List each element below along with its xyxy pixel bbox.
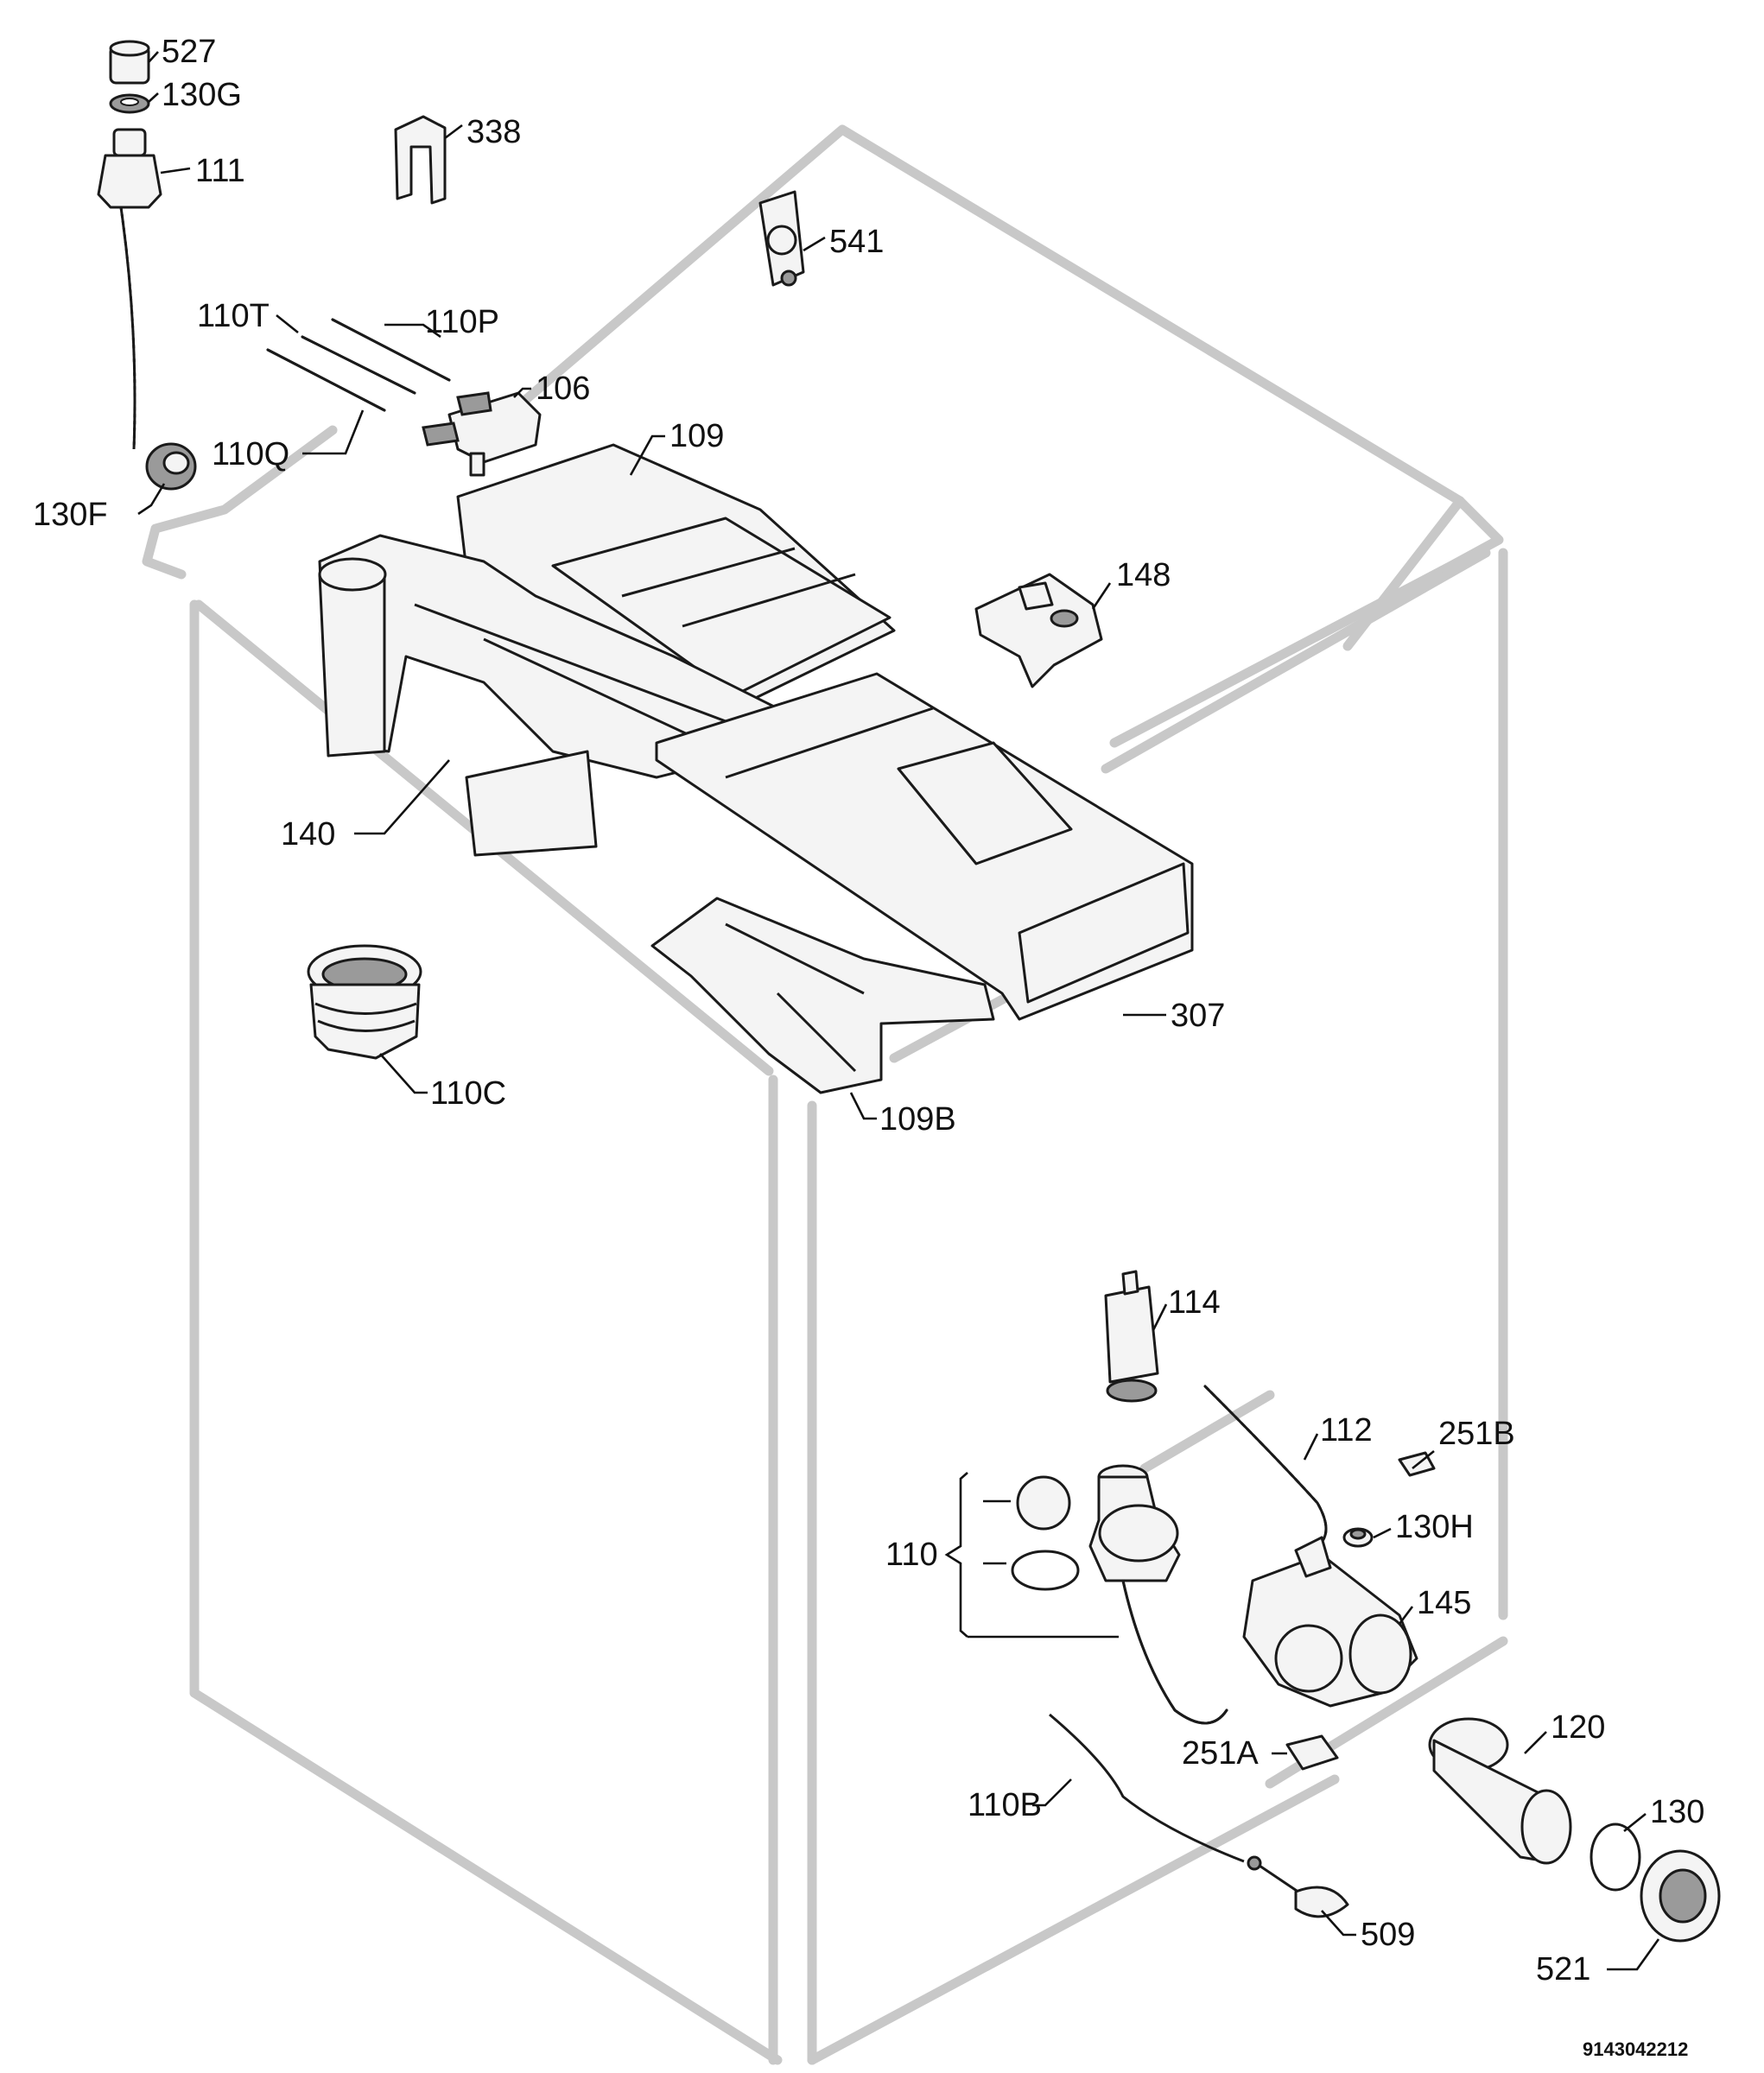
label-307: 307 — [1171, 998, 1225, 1034]
part-251a-clip — [1285, 1734, 1339, 1771]
label-130g: 130G — [162, 77, 242, 113]
label-110p: 110P — [425, 304, 499, 340]
label-109b: 109B — [879, 1101, 956, 1138]
label-145: 145 — [1417, 1585, 1471, 1621]
document-number: 9143042212 — [1583, 2038, 1688, 2060]
part-110c-bellows — [307, 944, 422, 1060]
label-509: 509 — [1361, 1917, 1415, 1953]
part-110-tubes — [266, 318, 451, 412]
part-109b-duct — [650, 897, 995, 1094]
part-541-holder — [758, 190, 805, 287]
label-110t: 110T — [197, 298, 270, 334]
label-130: 130 — [1650, 1794, 1704, 1830]
label-130f: 130F — [33, 497, 108, 533]
part-130g-washer — [109, 93, 150, 114]
part-112-hose — [1203, 1385, 1328, 1548]
part-labels: 527 130G 111 338 541 110T 110P 106 110Q … — [33, 34, 1704, 2060]
part-109-dispenser-housing — [456, 443, 896, 710]
part-130f-fitting — [145, 442, 197, 491]
label-111: 111 — [195, 153, 245, 189]
part-140-tray-body — [318, 534, 796, 857]
label-251a: 251A — [1182, 1735, 1259, 1772]
label-148: 148 — [1116, 557, 1171, 593]
label-130h: 130H — [1395, 1509, 1474, 1545]
part-148-lock — [974, 573, 1103, 688]
part-106-valve — [422, 391, 542, 477]
label-120: 120 — [1551, 1709, 1605, 1746]
label-110b: 110B — [968, 1787, 1042, 1823]
label-541: 541 — [829, 224, 884, 260]
label-140: 140 — [281, 816, 335, 853]
label-251b: 251B — [1438, 1416, 1515, 1452]
label-109: 109 — [669, 418, 724, 454]
label-110q: 110Q — [212, 436, 289, 472]
part-110-trap-assembly — [1011, 1464, 1228, 1725]
part-521-cap — [1640, 1849, 1721, 1943]
part-114-sensor — [1104, 1270, 1159, 1403]
leader-lines — [137, 51, 1660, 1971]
label-338: 338 — [466, 114, 521, 150]
part-130-o-ring — [1590, 1823, 1641, 1892]
part-527-nut — [109, 40, 150, 85]
label-106: 106 — [536, 371, 590, 407]
part-110b-cable — [1049, 1713, 1245, 1863]
label-521: 521 — [1536, 1951, 1590, 1987]
part-145-pump — [1242, 1536, 1418, 1708]
label-110c: 110C — [430, 1075, 506, 1112]
cabinet-outline — [142, 124, 1508, 2065]
label-112: 112 — [1320, 1412, 1373, 1449]
part-338-clip — [394, 115, 447, 205]
part-111-inlet-hose — [97, 128, 162, 450]
part-307-drawer — [655, 672, 1194, 1021]
label-114: 114 — [1168, 1284, 1221, 1321]
part-120-filter — [1428, 1717, 1572, 1865]
label-110: 110 — [885, 1537, 938, 1573]
label-527: 527 — [162, 34, 216, 70]
part-509-plug — [1247, 1855, 1349, 1918]
part-130h-cap — [1342, 1527, 1374, 1548]
